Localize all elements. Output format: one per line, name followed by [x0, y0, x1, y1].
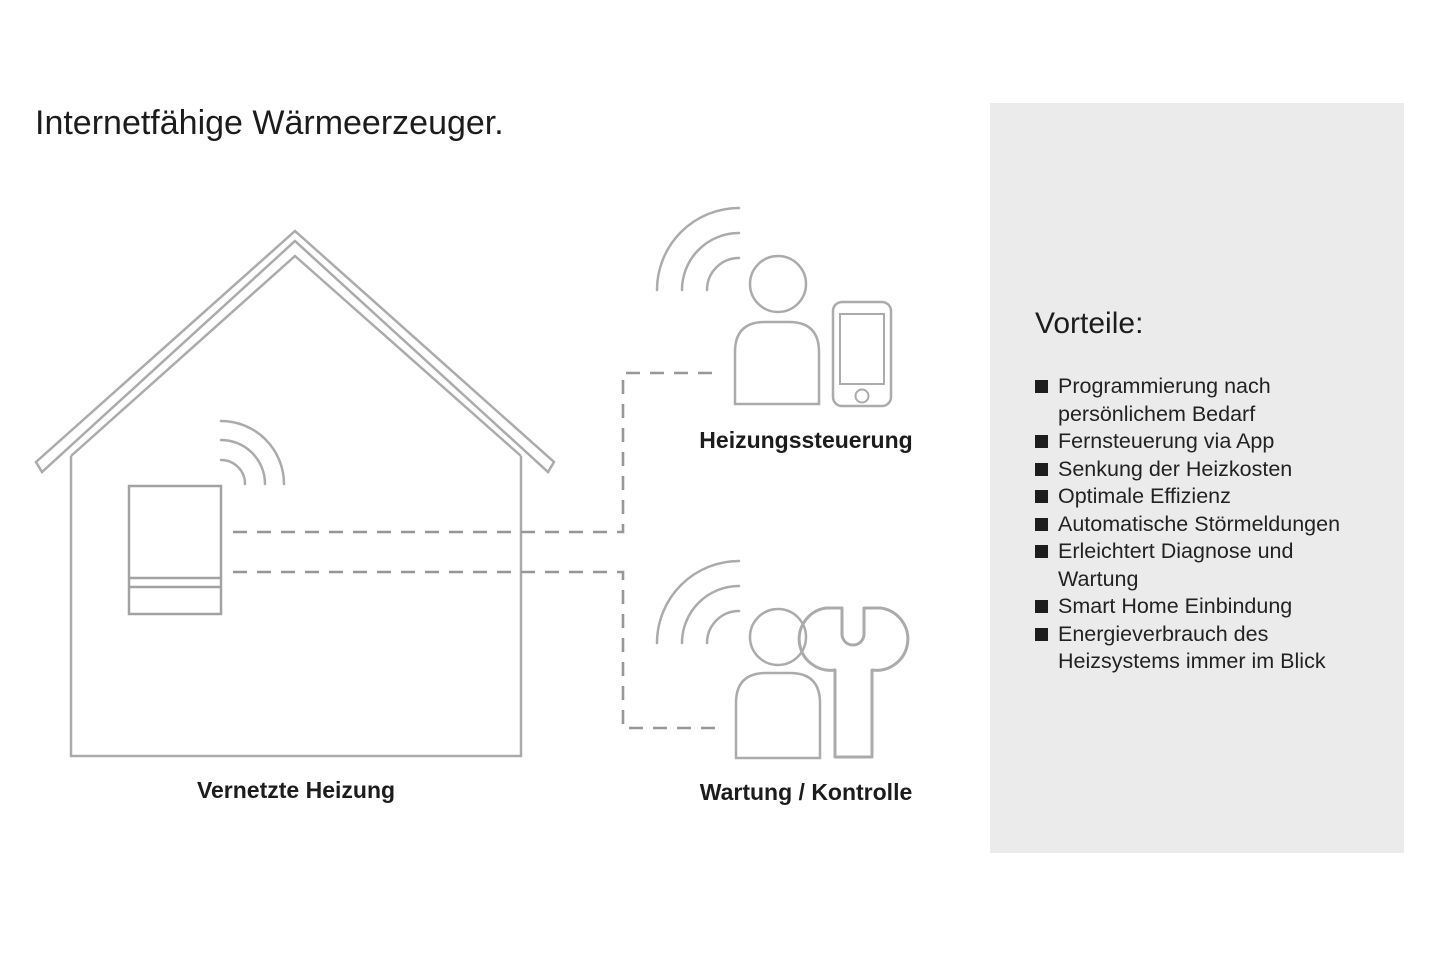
bullet-square-icon — [1035, 545, 1048, 558]
gable-line — [70, 254, 522, 457]
smartphone-icon — [831, 300, 893, 408]
list-item: Energieverbrauch des Heizsystems immer i… — [1035, 621, 1385, 676]
list-item: Programmierung nach persönlichem Bedarf — [1035, 373, 1385, 428]
bullet-square-icon — [1035, 462, 1048, 476]
connector-heating-control — [233, 371, 716, 534]
walls-floor — [69, 456, 523, 758]
list-item: Erleichtert Diagnose und Wartung — [1035, 538, 1385, 593]
maintenance-group — [655, 559, 910, 760]
connector-maintenance — [233, 570, 716, 730]
list-item: Optimale Effizienz — [1035, 483, 1385, 511]
bullet-square-icon — [1035, 600, 1048, 613]
bullet-square-icon — [1035, 517, 1048, 531]
heating-control-group — [655, 206, 893, 408]
maintenance-caption: Wartung / Kontrolle — [699, 779, 913, 805]
list-item: Smart Home Einbindung — [1035, 593, 1385, 621]
benefits-panel: Vorteile: Programmierung nach persönlich… — [990, 103, 1404, 853]
benefits-heading: Vorteile: — [1035, 307, 1144, 340]
heating-control-caption: Heizungssteuerung — [699, 427, 913, 453]
person-icon — [734, 607, 822, 760]
person-icon — [733, 254, 821, 406]
house-icon — [34, 229, 556, 758]
roof-band — [34, 229, 556, 474]
wifi-signal-icon — [655, 559, 741, 645]
benefits-list: Programmierung nach persönlichem Bedarf … — [1035, 373, 1385, 676]
page-title: Internetfähige Wärmeerzeuger. — [35, 104, 504, 142]
bullet-square-icon — [1035, 490, 1048, 503]
bullet-square-icon — [1035, 380, 1048, 393]
house-caption: Vernetzte Heizung — [196, 777, 396, 803]
boiler-icon — [127, 484, 223, 616]
list-item: Fernsteuerung via App — [1035, 428, 1385, 456]
wrench-icon — [797, 606, 910, 759]
list-item: Automatische Störmeldungen — [1035, 511, 1385, 539]
wifi-signal-icon — [219, 419, 286, 486]
list-item: Senkung der Heizkosten — [1035, 456, 1385, 484]
bullet-square-icon — [1035, 627, 1048, 641]
wifi-signal-icon — [655, 206, 741, 292]
bullet-square-icon — [1035, 435, 1048, 448]
connector-lines — [233, 371, 716, 730]
